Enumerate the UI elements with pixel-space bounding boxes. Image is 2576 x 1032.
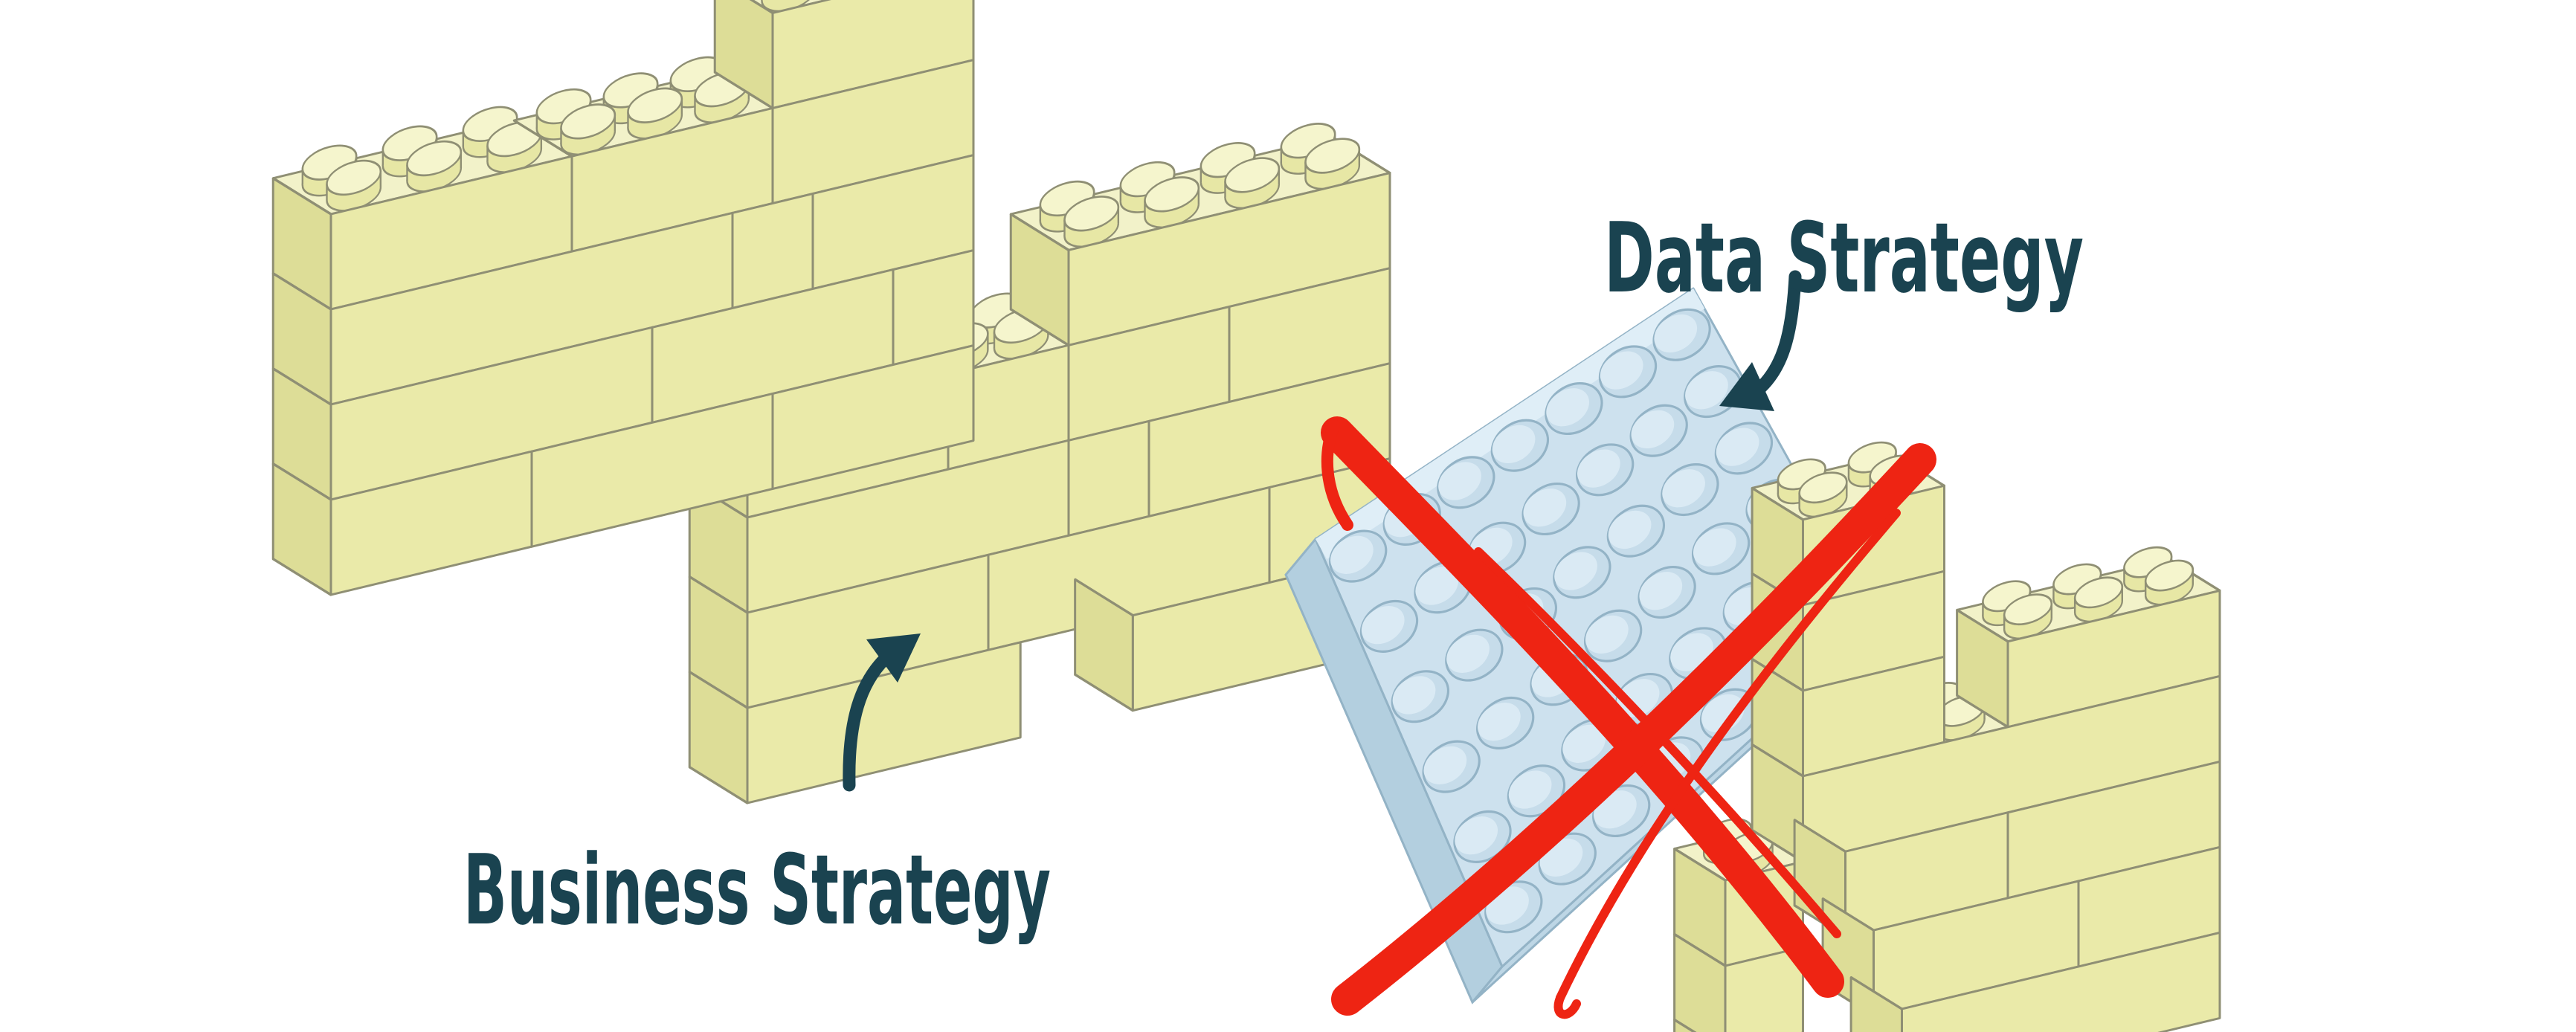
stud-icon <box>326 159 382 196</box>
plate-stud-icon <box>1477 703 1521 741</box>
plate-stud-icon <box>1629 404 1688 457</box>
plate-stud-icon <box>1714 422 1774 475</box>
data-strategy-label: Data Strategy <box>1604 201 2084 315</box>
plate-stud-icon <box>1577 449 1620 488</box>
brick-front-face <box>746 641 1022 804</box>
plate-stud-icon <box>1608 510 1652 549</box>
stud-icon <box>406 140 463 177</box>
plate-stud-icon <box>1691 522 1751 575</box>
plate-stud-icon <box>1554 552 1597 590</box>
arrow-head <box>866 633 921 683</box>
plate-stud-icon <box>1662 469 1705 508</box>
plate-stud-icon <box>1654 314 1698 353</box>
plate-stud-icon <box>1361 606 1405 645</box>
brick-front-face <box>771 344 975 490</box>
stud-icon <box>2073 576 2124 609</box>
cross-stroke <box>1321 416 1844 998</box>
plate-stud-icon <box>1661 463 1719 517</box>
plate-stud-icon <box>1638 566 1696 619</box>
plate-stud-icon <box>1330 535 1374 574</box>
plate-stud-icon <box>1453 810 1512 863</box>
cross-stroke <box>1553 993 1581 1019</box>
stud-icon <box>1798 471 1848 504</box>
plate-stud-icon <box>1631 410 1675 449</box>
plate-stud-icon <box>1475 696 1535 749</box>
stud-icon <box>2144 559 2195 592</box>
plate-stud-icon <box>1583 609 1643 662</box>
plate-stud-icon <box>1445 628 1504 682</box>
plate-stud-icon <box>1415 567 1459 605</box>
cross-stroke <box>1331 443 1936 1016</box>
brick-front-face <box>1724 946 1804 1032</box>
brick-side-face <box>1849 975 1903 1032</box>
brick-side-face <box>1673 1018 1727 1032</box>
stud-icon <box>1304 138 1361 174</box>
cross-stroke <box>1556 509 1901 1002</box>
plate-stud-icon <box>1507 764 1566 818</box>
plate-stud-icon <box>1606 504 1666 558</box>
plate-stud-icon <box>1490 419 1550 472</box>
plate-stud-icon <box>1446 634 1490 673</box>
stud-icon <box>2003 593 2053 626</box>
cross-out-x-icon <box>1321 416 1936 1019</box>
stud-icon <box>627 87 683 123</box>
stud-icon <box>560 103 616 140</box>
stud-icon <box>1144 176 1200 213</box>
plate-stud-icon <box>1392 676 1436 715</box>
plate-stud-icon <box>1455 816 1498 855</box>
plate-stud-icon <box>1492 425 1536 464</box>
plate-stud-icon <box>1329 529 1388 583</box>
brick-front-face <box>1901 931 2221 1032</box>
stud-icon <box>1063 196 1120 232</box>
wall-top-faces <box>271 0 975 216</box>
plate-stud-icon <box>1391 670 1449 723</box>
wall-front-faces <box>271 0 975 596</box>
plate-stud-icon <box>1576 443 1635 497</box>
plate-stud-icon <box>1685 371 1728 410</box>
curved-arrow-down-left-icon <box>1719 270 1802 411</box>
plate-stud-icon <box>1423 746 1467 784</box>
curved-arrow-up-right-icon <box>843 633 921 792</box>
plate-stud-icon <box>1693 528 1736 567</box>
brick-wall-front-left <box>271 0 975 596</box>
arrow-shaft <box>1754 270 1802 394</box>
plate-stud-icon <box>1585 615 1629 654</box>
arrow-head <box>1719 362 1774 411</box>
wall-front-faces <box>688 172 1391 804</box>
business-strategy-label: Business Strategy <box>463 833 1051 946</box>
plate-stud-icon <box>1437 456 1495 509</box>
arrow-shaft <box>843 652 892 792</box>
plate-stud-icon <box>1553 546 1611 599</box>
plate-stud-icon <box>1438 462 1481 500</box>
plate-stud-icon <box>1523 488 1567 527</box>
plate-stud-icon <box>1522 482 1580 536</box>
plate-stud-icon <box>1639 572 1683 610</box>
plate-stud-icon <box>1598 345 1658 399</box>
cross-stroke <box>1321 419 1353 531</box>
plate-stud-icon <box>1546 388 1589 427</box>
plate-stud-icon <box>1652 308 1711 361</box>
plate-stud-icon <box>1422 740 1481 793</box>
stud-icon <box>1224 157 1281 193</box>
plate-stud-icon <box>1508 770 1552 809</box>
plate-stud-icon <box>1562 724 1606 764</box>
plate-stud-icon <box>1600 351 1643 390</box>
plate-stud-icon <box>1545 382 1603 436</box>
plate-stud-icon <box>1716 428 1759 466</box>
plate-stud-icon <box>1359 599 1419 653</box>
